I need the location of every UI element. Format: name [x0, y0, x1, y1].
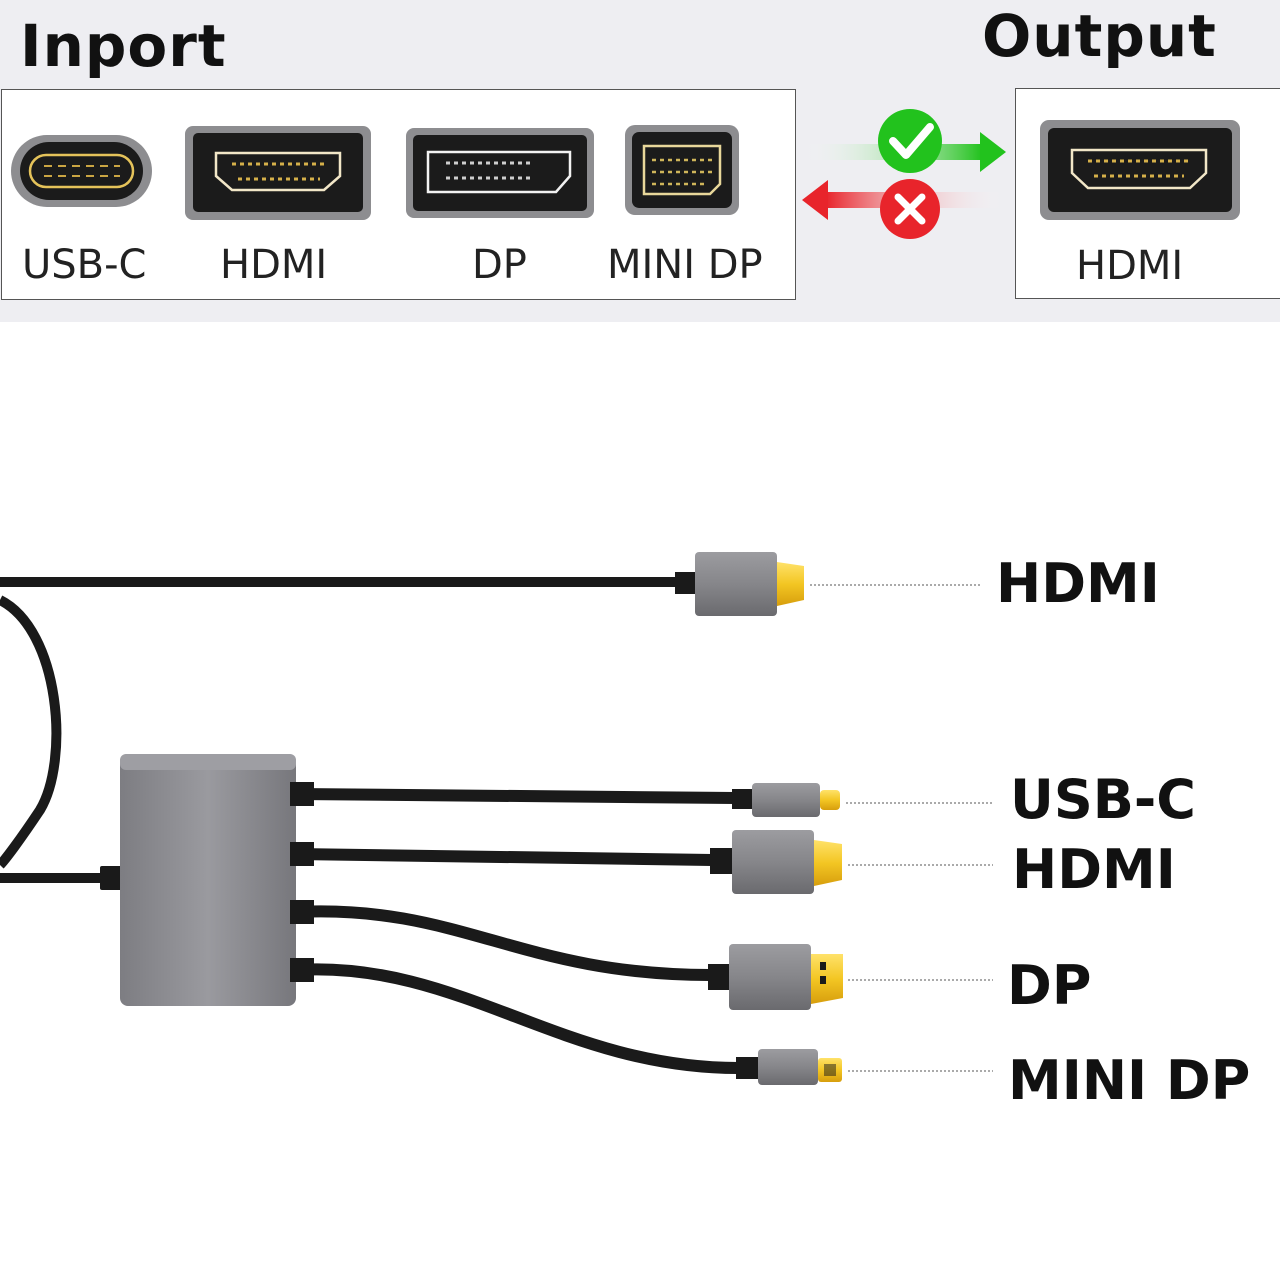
inport-title: Inport	[20, 12, 227, 80]
port-label-usb-c: USB-C	[22, 242, 147, 288]
dp-plug	[708, 944, 843, 1010]
output-port-label: HDMI	[1076, 243, 1184, 289]
port-label-hdmi: HDMI	[220, 242, 328, 288]
usb-c-port-icon	[11, 135, 152, 207]
callout-output-hdmi: HDMI	[996, 552, 1160, 615]
hub-body	[120, 754, 296, 1006]
callout-usb-c: USB-C	[1010, 768, 1196, 831]
output-hdmi-port-icon	[1040, 120, 1240, 220]
cross-icon	[880, 179, 940, 239]
mini-dp-plug	[736, 1049, 842, 1085]
callout-hdmi: HDMI	[1012, 838, 1176, 901]
mini-displayport-port-icon	[625, 125, 739, 215]
output-cable	[0, 577, 690, 890]
output-hdmi-plug	[675, 552, 804, 616]
hdmi-plug	[710, 830, 842, 894]
hdmi-port-icon	[185, 126, 371, 220]
output-title: Output	[982, 2, 1217, 70]
callout-mini-dp: MINI DP	[1008, 1049, 1251, 1112]
check-icon	[878, 109, 942, 173]
leader-lines	[810, 584, 993, 1072]
usb-c-plug	[732, 783, 840, 817]
port-label-mini-dp: MINI DP	[607, 242, 763, 288]
callout-dp: DP	[1007, 954, 1092, 1017]
port-label-dp: DP	[472, 242, 527, 288]
input-cables	[290, 782, 739, 1074]
displayport-port-icon	[406, 128, 594, 218]
